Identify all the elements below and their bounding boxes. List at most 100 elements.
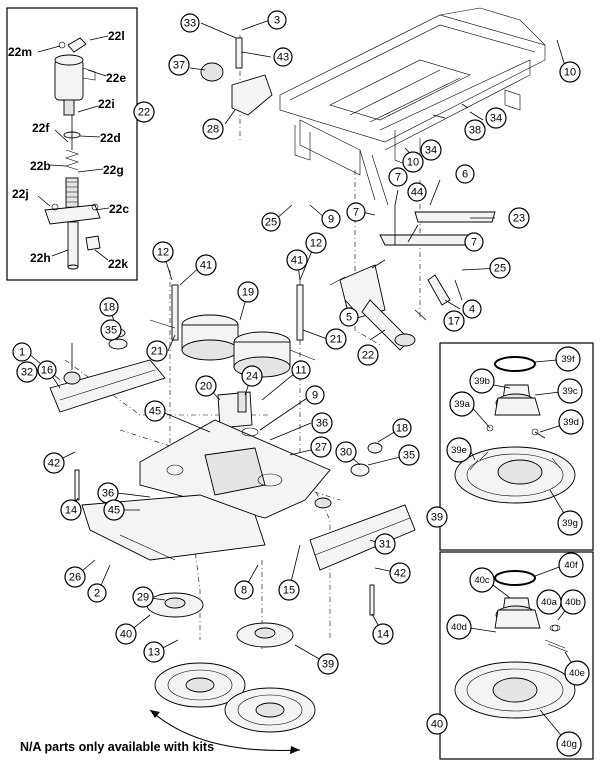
callout-circle — [310, 436, 332, 458]
callout-number: 10 — [407, 157, 419, 169]
callout-circle — [103, 499, 125, 521]
callout-c21b: 21 — [146, 340, 168, 362]
callout-number: 43 — [277, 52, 289, 64]
callout-number: 26 — [69, 572, 81, 584]
callout-circle — [462, 299, 482, 319]
callout-c21: 21 — [325, 328, 347, 350]
callout-circle — [311, 412, 333, 434]
callout-number: 2 — [94, 588, 100, 600]
callout-c40b: 40b — [560, 589, 586, 615]
callout-c23: 23 — [508, 207, 530, 229]
callout-circle — [241, 365, 263, 387]
callout-number: 41 — [200, 260, 212, 272]
callout-c40: 40 — [115, 623, 137, 645]
callout-c39c: 39c — [557, 378, 583, 404]
callout-number: 1 — [19, 347, 25, 359]
callout-c7b: 7 — [346, 202, 366, 222]
callout-circle — [426, 713, 448, 735]
callout-circle — [556, 731, 582, 757]
callout-number: 39c — [562, 386, 578, 397]
label-22e: 22e — [106, 71, 126, 85]
callout-circle — [195, 375, 217, 397]
callout-circle — [426, 506, 448, 528]
callout-c14: 14 — [60, 499, 82, 521]
callout-c4: 4 — [462, 299, 482, 319]
callout-number: 40f — [564, 560, 578, 571]
callout-number: 36 — [102, 488, 114, 500]
callout-number: 42 — [48, 458, 60, 470]
callout-number: 21 — [151, 346, 163, 358]
callout-c39b: 39 — [426, 506, 448, 528]
callout-number: 7 — [353, 207, 359, 219]
callout-circle — [261, 212, 281, 232]
callout-c8: 8 — [234, 580, 254, 600]
callout-c42: 42 — [43, 452, 65, 474]
label-22b: 22b — [30, 159, 51, 173]
callout-circle — [195, 254, 217, 276]
label-22i: 22i — [98, 97, 115, 111]
callout-circle — [273, 47, 293, 67]
callout-number: 39a — [454, 399, 471, 410]
callout-number: 39f — [561, 354, 575, 365]
inset-22-actuator: 22m 22l 22e 22i 22f 22d 22b 22g 22j 22c … — [6, 7, 138, 281]
callout-circle — [446, 614, 472, 640]
callout-circle — [305, 232, 327, 254]
callout-number: 9 — [312, 390, 318, 402]
callout-number: 37 — [173, 60, 185, 72]
callout-circle — [99, 297, 119, 317]
tractor-frame — [279, 7, 546, 206]
callout-number: 20 — [200, 381, 212, 393]
callout-c25: 25 — [261, 212, 281, 232]
callout-c40d: 40d — [446, 614, 472, 640]
callout-c40c: 40c — [469, 567, 495, 593]
callout-circle — [267, 10, 287, 30]
callout-number: 16 — [41, 365, 53, 377]
callout-c33: 33 — [180, 13, 200, 33]
callout-circle — [402, 151, 424, 173]
callout-c37: 37 — [168, 54, 190, 76]
callout-c34b: 34 — [420, 139, 442, 161]
callout-number: 25 — [494, 263, 506, 275]
callout-circle — [357, 344, 379, 366]
callout-c45: 45 — [144, 400, 166, 422]
callout-c41: 41 — [195, 254, 217, 276]
callout-c17: 17 — [443, 310, 465, 332]
callout-c11: 11 — [291, 360, 311, 380]
callout-circle — [12, 342, 32, 362]
callout-number: 45 — [108, 505, 120, 517]
label-22c: 22c — [109, 202, 129, 216]
callout-number: 22 — [138, 107, 150, 119]
callout-number: 34 — [490, 113, 502, 125]
callout-circle — [420, 139, 442, 161]
callout-circle — [144, 400, 166, 422]
callout-circle — [37, 360, 57, 380]
callout-c18b: 18 — [392, 418, 412, 438]
callout-number: 24 — [246, 371, 258, 383]
callout-circle — [335, 441, 357, 463]
callout-circle — [168, 54, 190, 76]
callout-circle — [325, 328, 347, 350]
callout-number: 6 — [462, 169, 468, 181]
callout-number: 7 — [395, 172, 401, 184]
callout-circle — [489, 257, 511, 279]
callout-c25b: 25 — [489, 257, 511, 279]
callout-circle — [555, 346, 581, 372]
callout-circle — [234, 580, 254, 600]
callout-number: 22 — [362, 350, 374, 362]
callout-number: 39e — [451, 445, 467, 456]
callout-number: 40a — [541, 597, 558, 608]
callout-circle — [180, 13, 200, 33]
callout-c31: 31 — [374, 533, 396, 555]
callout-number: 25 — [265, 217, 277, 229]
callout-circle — [388, 167, 408, 187]
callout-circle — [115, 623, 137, 645]
callout-number: 40c — [474, 575, 490, 586]
callout-c29: 29 — [132, 586, 154, 608]
callout-c40a: 40a — [536, 589, 562, 615]
callout-c40e: 40e — [564, 660, 590, 686]
callout-c39d: 39d — [558, 409, 584, 435]
callout-c39g: 39g — [557, 510, 583, 536]
callout-c16: 16 — [37, 360, 57, 380]
callout-circle — [146, 340, 168, 362]
label-22m: 22m — [8, 45, 32, 59]
